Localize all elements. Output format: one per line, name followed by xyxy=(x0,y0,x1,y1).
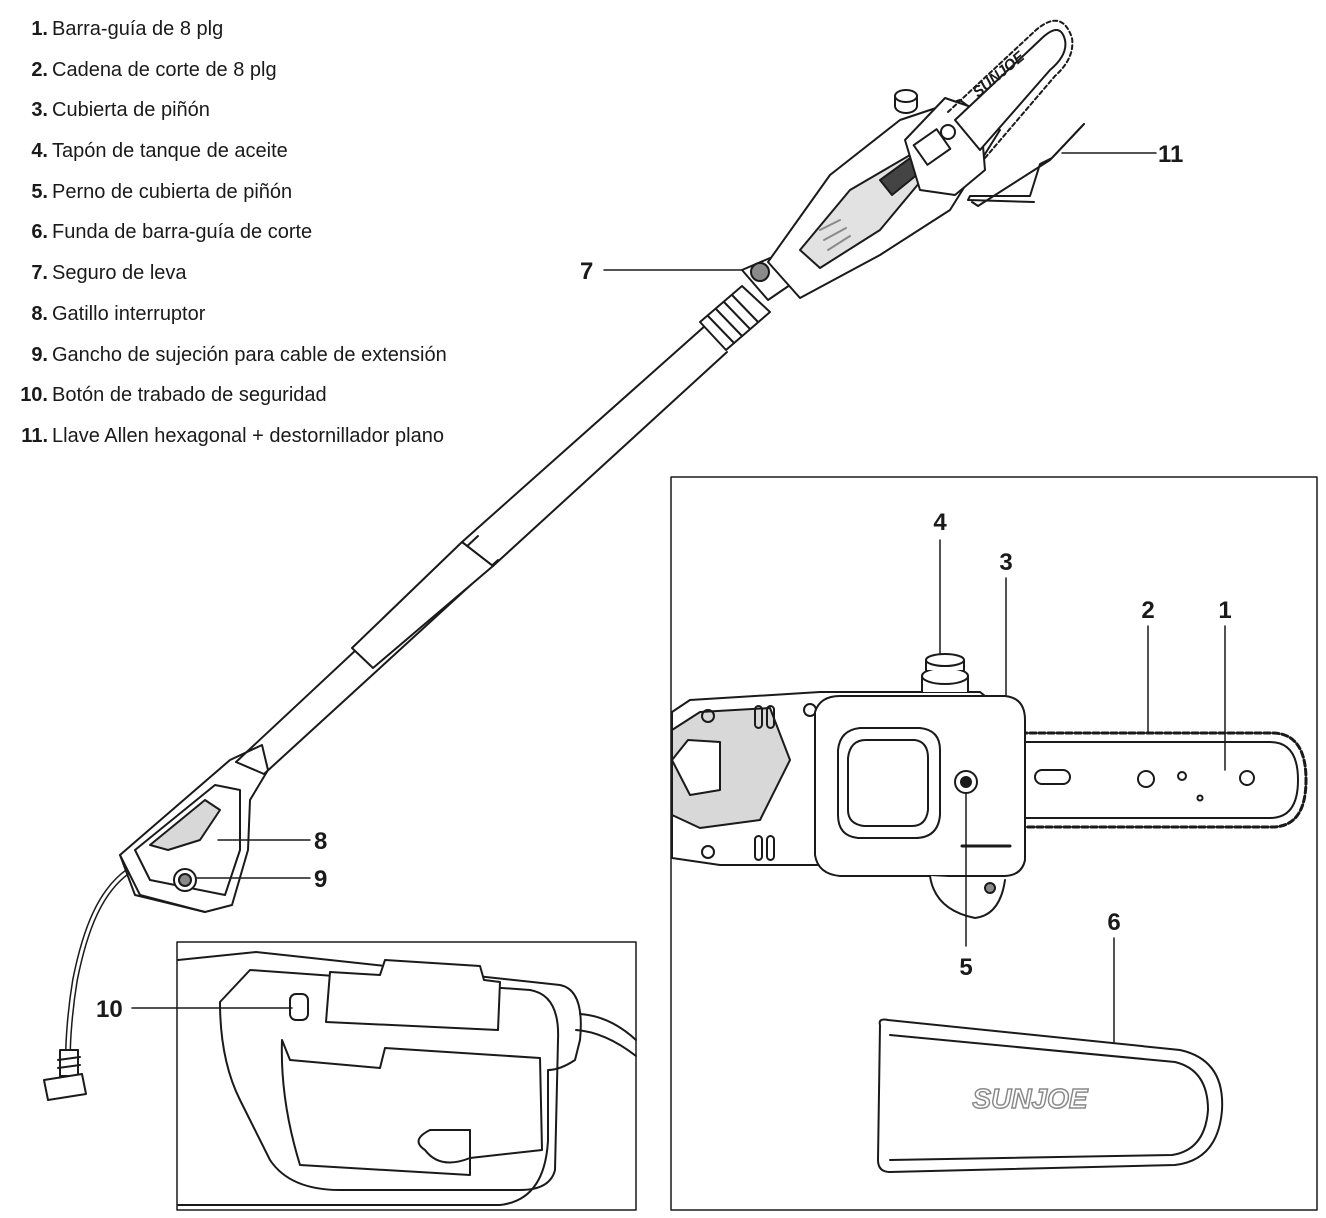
callout-11: 11 xyxy=(1158,141,1183,168)
guide-bar-scabbard xyxy=(877,1018,1224,1173)
callout-8: 8 xyxy=(314,828,327,855)
handle-detail-inset xyxy=(176,941,637,1211)
legend-item: 9.Gancho de sujeción para cable de exten… xyxy=(31,343,447,366)
callout-2: 2 xyxy=(1141,597,1154,624)
safety-lock-button xyxy=(289,993,309,1021)
allen-key xyxy=(967,123,1085,207)
callout-7: 7 xyxy=(580,258,593,285)
oil-tank-cap-small xyxy=(894,89,918,114)
cam-lock xyxy=(741,257,791,301)
callout-9: 9 xyxy=(314,866,327,893)
legend-item: 5.Perno de cubierta de piñón xyxy=(31,180,293,203)
legend-item: 4.Tapón de tanque de aceite xyxy=(31,140,288,163)
rear-handle xyxy=(119,744,269,913)
legend-item: 11.Llave Allen hexagonal + destornillado… xyxy=(21,424,444,447)
guide-bar-small xyxy=(947,19,1074,159)
oil-tank-cap xyxy=(921,653,969,693)
legend-item: 10.Botón de trabado de seguridad xyxy=(20,384,327,407)
brand-on-scabbard: SUNJOE xyxy=(972,1083,1088,1114)
callout-1: 1 xyxy=(1218,597,1231,624)
callout-4: 4 xyxy=(933,509,947,536)
legend-item: 7.Seguro de leva xyxy=(31,262,187,285)
head-detail-inset xyxy=(670,476,1318,1211)
extension-pole xyxy=(235,324,728,775)
inset-frame-handle xyxy=(176,941,637,1211)
callout-5: 5 xyxy=(959,954,972,981)
legend-item: 6.Funda de barra-guía de corte xyxy=(31,221,313,244)
cord-plug xyxy=(43,1049,87,1101)
legend-item: 2.Cadena de corte de 8 plg xyxy=(31,58,277,81)
parts-legend: 1.Barra-guía de 8 plg 2.Cadena de corte … xyxy=(8,12,447,460)
locking-collar xyxy=(699,285,771,351)
callout-6: 6 xyxy=(1107,909,1120,936)
guide-bar xyxy=(1010,731,1308,829)
legend-item: 3.Cubierta de piñón xyxy=(31,99,210,122)
sprocket-cover xyxy=(814,695,1026,919)
callout-10: 10 xyxy=(96,996,123,1023)
callout-3: 3 xyxy=(999,549,1012,576)
pole-saw-illustration xyxy=(43,19,1085,1101)
legend-item: 8.Gatillo interruptor xyxy=(31,302,206,325)
legend-item: 1.Barra-guía de 8 plg xyxy=(31,18,224,40)
